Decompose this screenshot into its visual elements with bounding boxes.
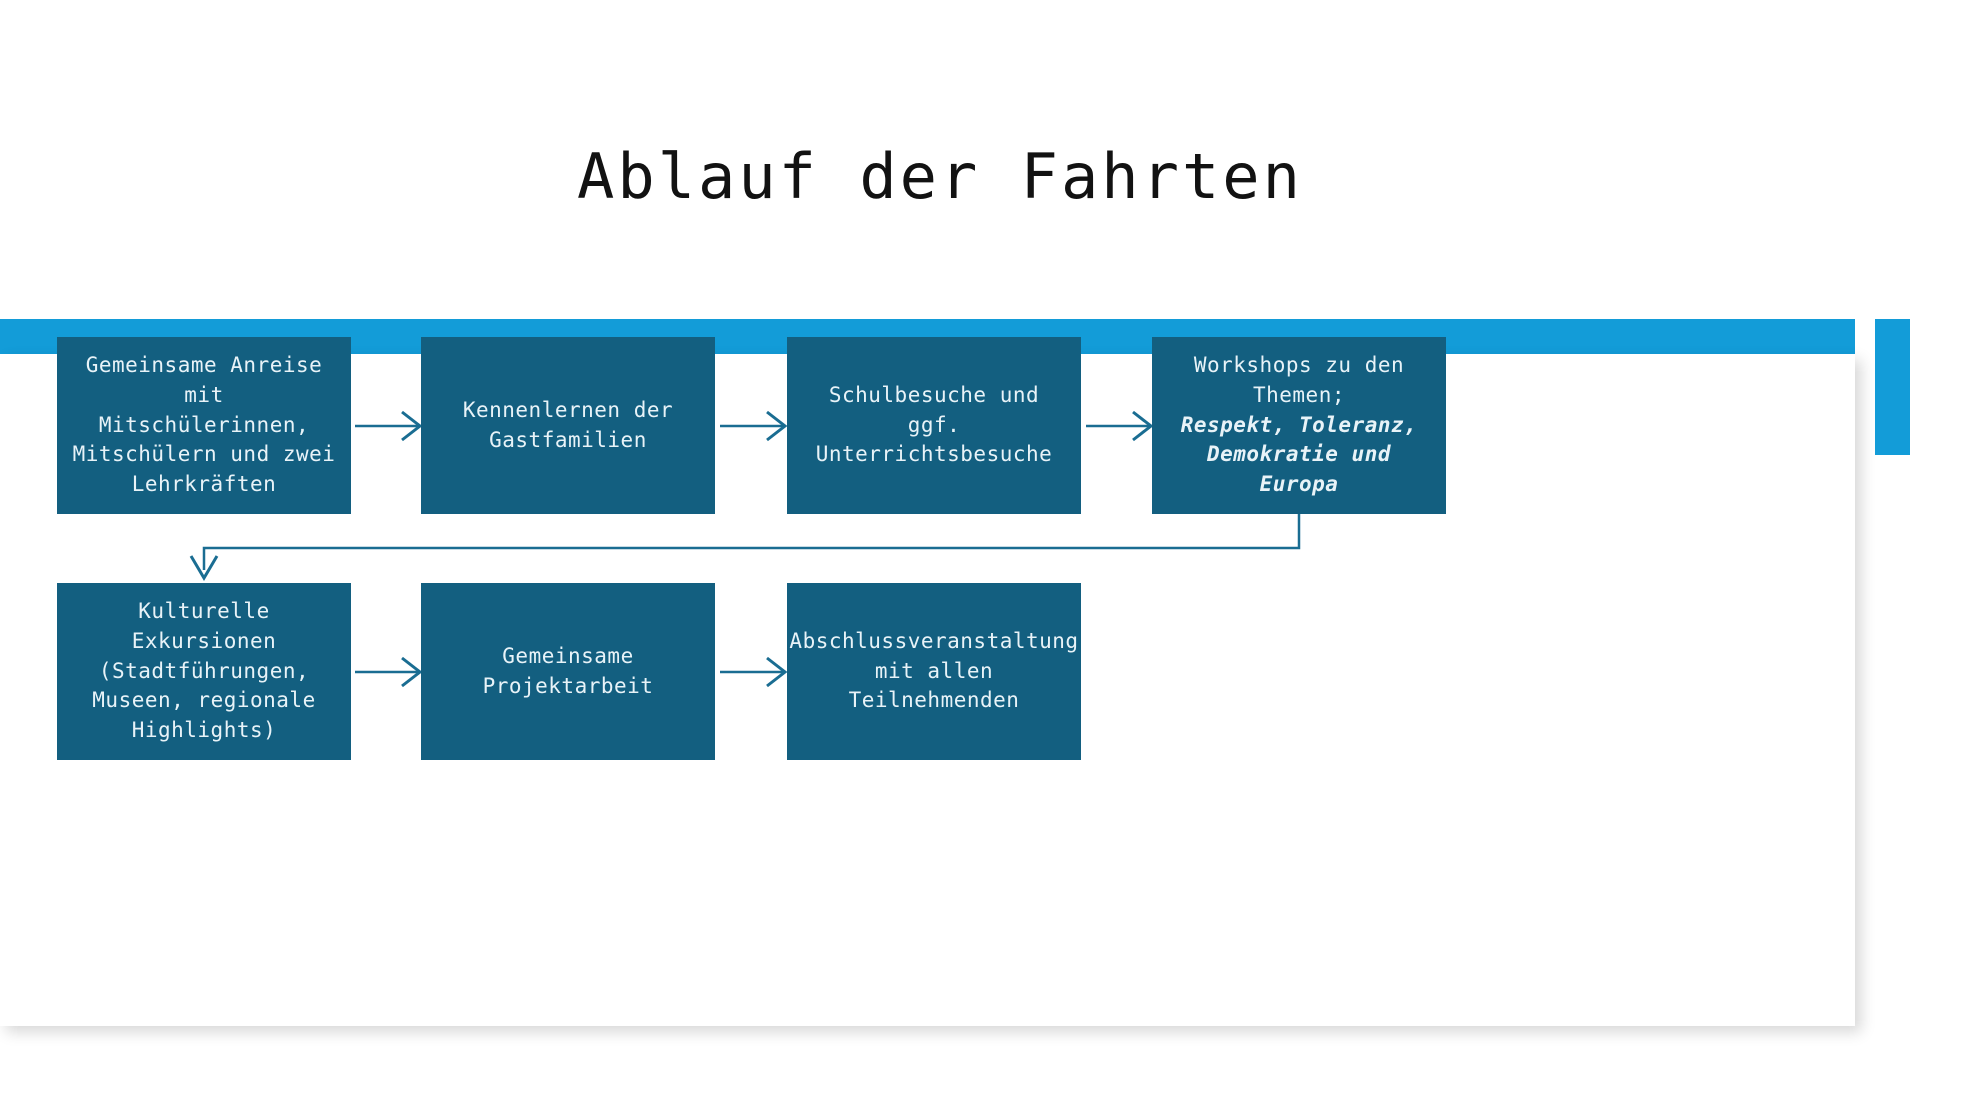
flow-box-line: Projektarbeit [482,673,654,698]
accent-bar-vertical-outer [1875,319,1910,455]
flow-box-line: Highlights) [131,718,277,743]
arrow-box1-to-box2 [355,410,423,442]
flow-box-line: Mitschülern und zwei [72,442,336,467]
flow-box-line: Unterrichtsbesuche [815,442,1053,467]
flow-box-schulbesuche[interactable]: Schulbesuche und ggf. Unterrichtsbesuche [787,337,1081,514]
arrow-box2-to-box3 [720,410,788,442]
flow-box-line: Demokratie und Europa [1206,442,1391,497]
flow-box-line: Schulbesuche und ggf. [828,382,1040,437]
slide-title: Ablauf der Fahrten [577,140,1303,213]
flow-box-line: mit allen [874,658,994,683]
arrow-box3-to-box4 [1086,410,1154,442]
flow-box-line: Mitschülerinnen, [98,412,310,437]
flow-box-line: Kulturelle Exkursionen [131,598,277,653]
flow-box-line: Themen; [1252,382,1345,407]
flow-box-line: Museen, regionale [92,688,316,713]
arrow-box6-to-box7 [720,656,788,688]
flow-box-line: Teilnehmenden [848,688,1020,713]
flow-box-line: Respekt, Toleranz, [1180,412,1418,437]
flow-box-line: Abschlussveranstaltung [789,628,1079,653]
flow-box-line: Gemeinsame Anreise mit [85,352,323,407]
arrow-box5-to-box6 [355,656,423,688]
flow-box-text: Kulturelle Exkursionen (Stadtführungen, Mu… [67,597,341,746]
arrow-box4-to-box5 [189,514,1301,581]
flow-box-line: Gemeinsame [502,643,634,668]
flow-box-line: Kennenlernen der [462,397,674,422]
flow-box-kulturelle-exkursionen[interactable]: Kulturelle Exkursionen (Stadtführungen, Mu… [57,583,351,760]
flow-box-line: Lehrkräften [131,472,277,497]
flow-box-text: Schulbesuche und ggf. Unterrichtsbesuche [797,381,1071,470]
flow-box-line: Workshops zu den [1193,352,1405,377]
flow-box-line: (Stadtführungen, [98,658,310,683]
flow-box-line: Gastfamilien [489,427,647,452]
